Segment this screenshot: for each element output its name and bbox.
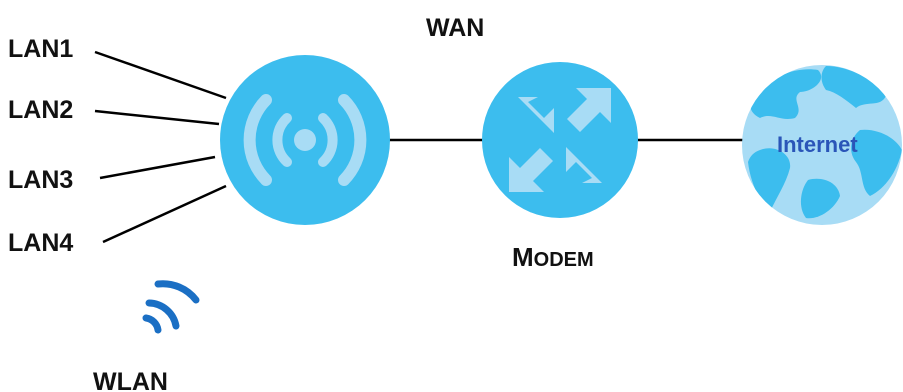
lan3-label: LAN3	[8, 166, 73, 194]
lan2-link	[95, 111, 219, 124]
internet-label: Internet	[777, 132, 858, 157]
modem-label-first: M	[512, 242, 534, 272]
modem-label-rest: ODEM	[534, 249, 594, 271]
modem-node	[482, 62, 638, 218]
lan4-label: LAN4	[8, 229, 73, 257]
lan2-label: LAN2	[8, 96, 73, 124]
lan3-link	[100, 157, 215, 178]
modem-circle	[482, 62, 638, 218]
lan4-link	[103, 186, 226, 242]
modem-label: MODEM	[512, 242, 594, 272]
wlan-label: WLAN	[93, 368, 168, 392]
wireless-signal-icon	[146, 284, 196, 330]
router-node	[220, 55, 390, 225]
lan1-label: LAN1	[8, 35, 73, 63]
wan-label: WAN	[426, 14, 484, 42]
internet-node: Internet	[742, 65, 902, 225]
lan1-link	[95, 52, 226, 98]
